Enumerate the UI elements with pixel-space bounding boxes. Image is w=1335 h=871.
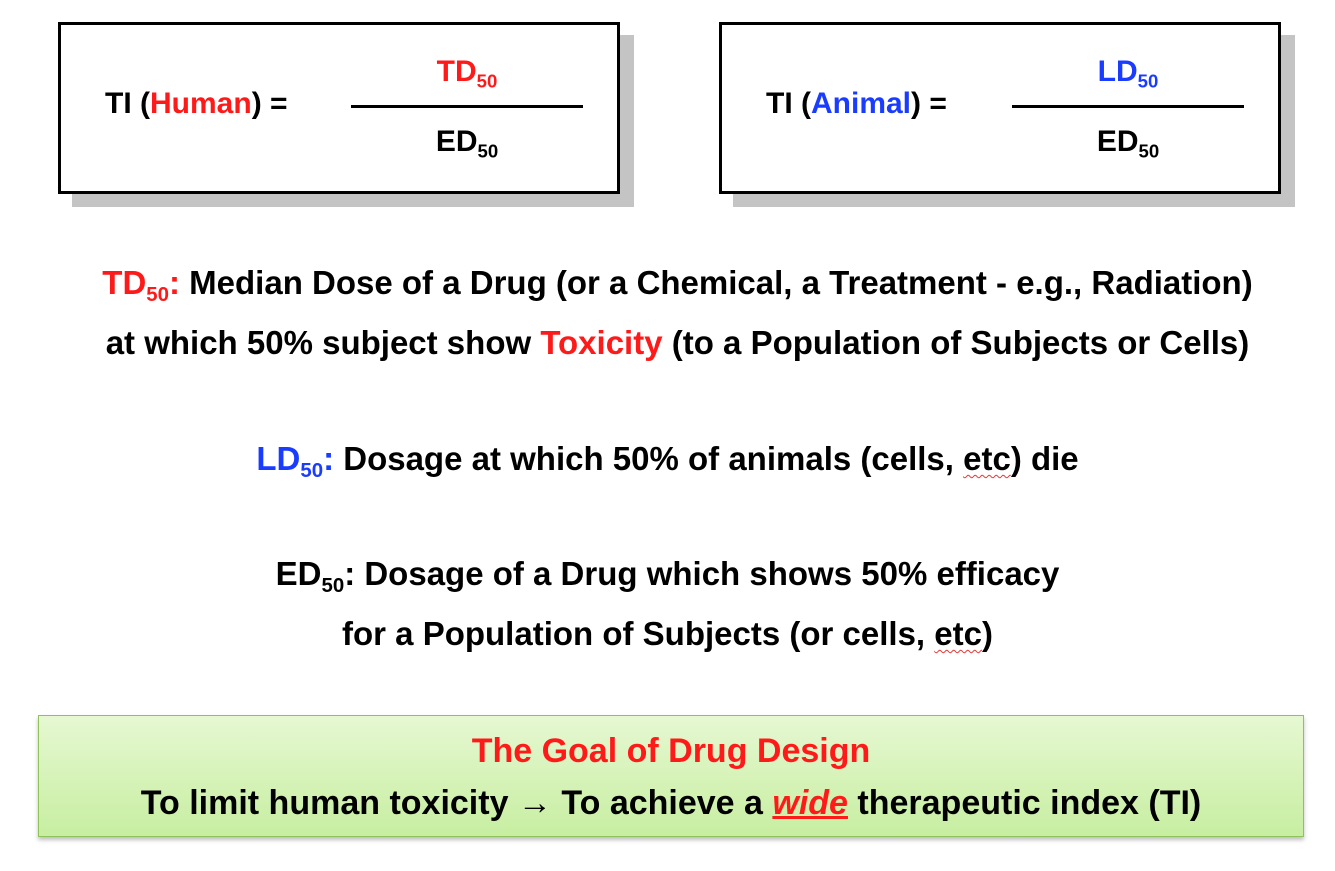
td50-definition-line2: at which 50% subject show Toxicity (to a… bbox=[105, 324, 1250, 361]
toxicity-highlight: Toxicity bbox=[540, 324, 663, 361]
misspelled-etc: etc bbox=[934, 615, 982, 652]
lhs-prefix: TI ( bbox=[766, 87, 811, 120]
lhs-subject: Human bbox=[150, 87, 252, 120]
fraction-line bbox=[1012, 105, 1244, 108]
lhs-suffix: ) = bbox=[251, 87, 288, 120]
ld50-term: LD50: bbox=[256, 440, 335, 483]
wide-emphasis: wide bbox=[772, 784, 848, 822]
formula-box-animal: TI (Animal) = LD50 ED50 bbox=[719, 22, 1281, 194]
goal-box: The Goal of Drug Design To limit human t… bbox=[38, 715, 1304, 837]
formula-box-human: TI (Human) = TD50 ED50 bbox=[58, 22, 620, 194]
numerator-td50: TD50 bbox=[436, 55, 498, 92]
td50-definition-line1: TD50: Median Dose of a Drug (or a Chemic… bbox=[10, 264, 1335, 307]
goal-title: The Goal of Drug Design bbox=[471, 732, 871, 770]
denominator-ed50: ED50 bbox=[435, 125, 499, 162]
denominator-ed50: ED50 bbox=[1096, 125, 1160, 162]
lhs-prefix: TI ( bbox=[105, 87, 150, 120]
td50-term: TD50: bbox=[102, 264, 181, 307]
lhs-suffix: ) = bbox=[911, 87, 947, 120]
formula-lhs-human: TI (Human) = bbox=[105, 87, 288, 121]
goal-text: To limit human toxicity → To achieve a w… bbox=[140, 784, 1202, 822]
td50-text: Median Dose of a Drug (or a Chemical, a … bbox=[180, 264, 1253, 301]
ed50-term: ED50 bbox=[275, 555, 345, 598]
misspelled-etc: etc bbox=[963, 440, 1011, 477]
ed50-definition-line1: ED50: Dosage of a Drug which shows 50% e… bbox=[275, 555, 1060, 598]
lhs-subject: Animal bbox=[811, 87, 912, 120]
arrow-right-icon: → bbox=[517, 784, 552, 822]
numerator-ld50: LD50 bbox=[1097, 55, 1159, 92]
ld50-definition: LD50: Dosage at which 50% of animals (ce… bbox=[256, 440, 1079, 483]
formula-lhs-animal: TI (Animal) = bbox=[766, 87, 947, 121]
ed50-definition-line2: for a Population of Subjects (or cells, … bbox=[342, 615, 993, 652]
fraction-line bbox=[351, 105, 583, 108]
